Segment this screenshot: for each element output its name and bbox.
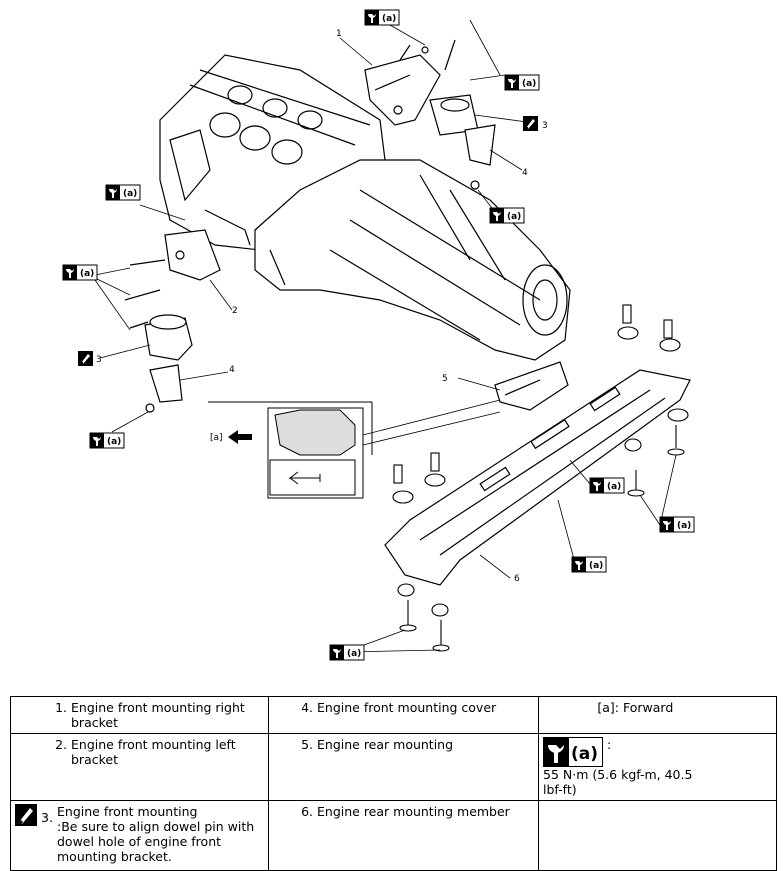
member-bushings <box>392 304 689 652</box>
legend-item-4: 4.Engine front mounting cover <box>268 696 539 734</box>
svg-text:(a): (a) <box>123 189 137 199</box>
svg-text:(a): (a) <box>607 482 621 492</box>
callout-4-left: 4 <box>229 365 235 375</box>
transmission <box>254 159 571 361</box>
forward-box-label: [a] <box>210 433 223 443</box>
legend-table: 1.Engine front mounting right bracket 4.… <box>10 696 777 871</box>
legend-empty-cell <box>538 800 777 871</box>
callout-3-left: 3 <box>96 355 102 365</box>
legend-item-1: 1.Engine front mounting right bracket <box>10 696 269 734</box>
callout-2: 2 <box>232 306 238 316</box>
callout-4-right: 4 <box>522 168 528 178</box>
rear-member <box>384 369 691 586</box>
legend-forward: [a]:Forward <box>538 696 777 734</box>
leader-lines <box>94 19 677 653</box>
callout-5: 5 <box>442 374 448 384</box>
detail-inset: [a] <box>208 399 501 499</box>
legend-item-3: 3.Engine front mounting :Be sure to alig… <box>10 800 269 871</box>
exploded-diagram: [a] (a) (a) (a) (a) <box>62 9 695 661</box>
callout-3-right: 3 <box>542 121 548 131</box>
svg-text:(a): (a) <box>677 521 691 531</box>
svg-text:(a): (a) <box>80 269 94 279</box>
legend-item-6: 6.Engine rear mounting member <box>268 800 539 871</box>
torque-badges: (a) (a) (a) (a) (a) (a) (a) (a) (a) (a) <box>62 9 695 661</box>
legend-item-2: 2.Engine front mounting left bracket <box>10 733 269 801</box>
torque-icon: (a) <box>543 737 603 767</box>
svg-text:(a): (a) <box>347 649 361 659</box>
note-icon <box>15 804 37 826</box>
callout-numbers: 1 3 4 2 3 4 5 6 <box>96 29 548 584</box>
svg-text:(a): (a) <box>571 744 598 764</box>
legend-torque: (a) : 55 N·m (5.6 kgf-m, 40.5 lbf-ft) <box>538 733 777 801</box>
callout-6: 6 <box>514 574 520 584</box>
svg-text:(a): (a) <box>589 561 603 571</box>
left-bracket <box>124 229 221 413</box>
legend-item-5: 5.Engine rear mounting <box>268 733 539 801</box>
callout-1: 1 <box>336 29 342 39</box>
svg-text:(a): (a) <box>507 212 521 222</box>
svg-text:(a): (a) <box>522 79 536 89</box>
svg-text:(a): (a) <box>107 437 121 447</box>
svg-text:(a): (a) <box>382 14 396 24</box>
rear-mounting <box>494 361 569 411</box>
right-bracket <box>364 39 496 190</box>
